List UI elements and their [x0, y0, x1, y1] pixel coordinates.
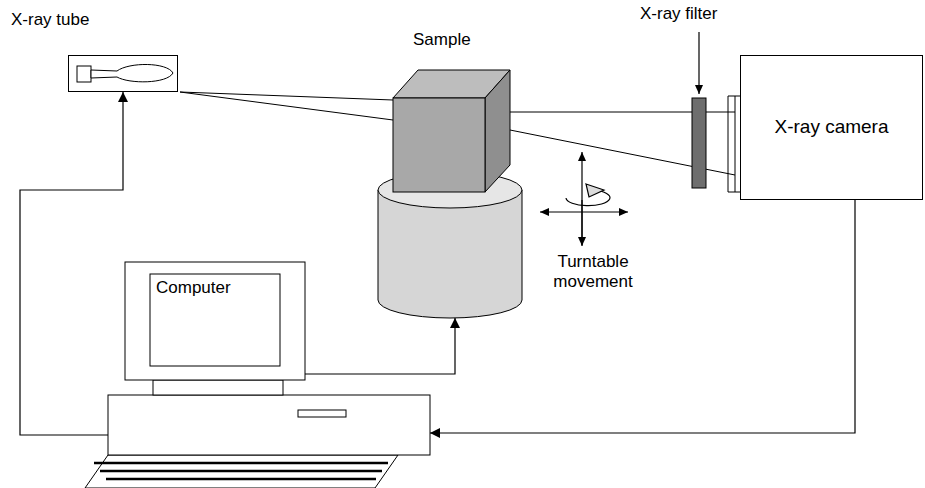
- filter-pointer: [698, 32, 699, 94]
- node-label: X-ray tube: [11, 10, 89, 30]
- node-label: Computer: [156, 278, 231, 298]
- connector: [20, 92, 123, 435]
- x-ray-filter: [692, 98, 706, 188]
- sample-cube: [393, 70, 510, 192]
- connector: [305, 318, 455, 374]
- x-ray-camera: X-ray camera: [740, 55, 923, 200]
- movement-arrows: [540, 152, 628, 246]
- sample-label: Sample: [413, 30, 471, 50]
- turntable: Turntable movement: [378, 172, 522, 318]
- node-label: X-ray camera: [774, 116, 888, 139]
- x-ray-tube-shape: [69, 56, 179, 93]
- camera-aperture: [728, 96, 740, 192]
- turntable-cylinder: [378, 172, 522, 318]
- computer: Computer: [108, 262, 430, 455]
- connector: [430, 200, 855, 433]
- x-ray-tube: X-ray tube: [68, 55, 178, 92]
- filter-label: X-ray filter: [640, 4, 717, 24]
- node-label: Turntable movement: [538, 252, 648, 293]
